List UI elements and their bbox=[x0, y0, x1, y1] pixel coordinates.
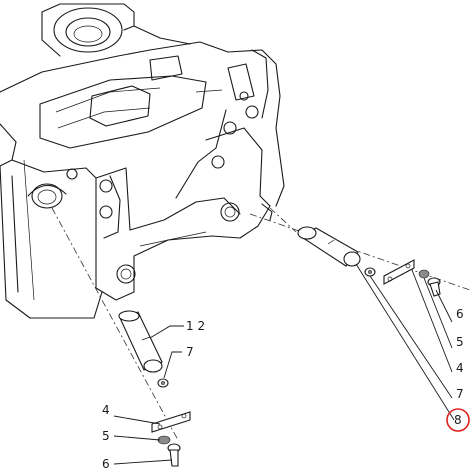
callout-labels: 1 2 7 4 5 6 6 5 4 7 8 bbox=[102, 307, 464, 471]
highlight-circle bbox=[446, 408, 470, 432]
callout-7-right: 7 bbox=[456, 387, 464, 401]
frame-casting bbox=[0, 3, 285, 319]
callout-4-left: 4 bbox=[102, 403, 110, 417]
callout-8: 8 bbox=[454, 413, 462, 427]
right-plate bbox=[383, 259, 415, 285]
right-washer bbox=[364, 267, 376, 277]
callout-5-right: 5 bbox=[456, 335, 464, 349]
callout-4-right: 4 bbox=[456, 361, 464, 375]
callout-5-left: 5 bbox=[102, 429, 110, 443]
left-pin bbox=[118, 310, 163, 373]
right-lock-washer bbox=[418, 269, 430, 279]
callout-7-left: 7 bbox=[186, 345, 194, 359]
callout-6-right: 6 bbox=[456, 307, 464, 321]
left-washer bbox=[157, 378, 169, 388]
left-plate bbox=[151, 411, 191, 433]
left-bolt bbox=[167, 443, 181, 467]
callout-6-left: 6 bbox=[102, 457, 110, 471]
right-pin bbox=[297, 226, 361, 267]
callout-12: 1 2 bbox=[186, 319, 205, 333]
assembly-axes bbox=[51, 207, 471, 441]
leader-lines bbox=[113, 263, 455, 465]
